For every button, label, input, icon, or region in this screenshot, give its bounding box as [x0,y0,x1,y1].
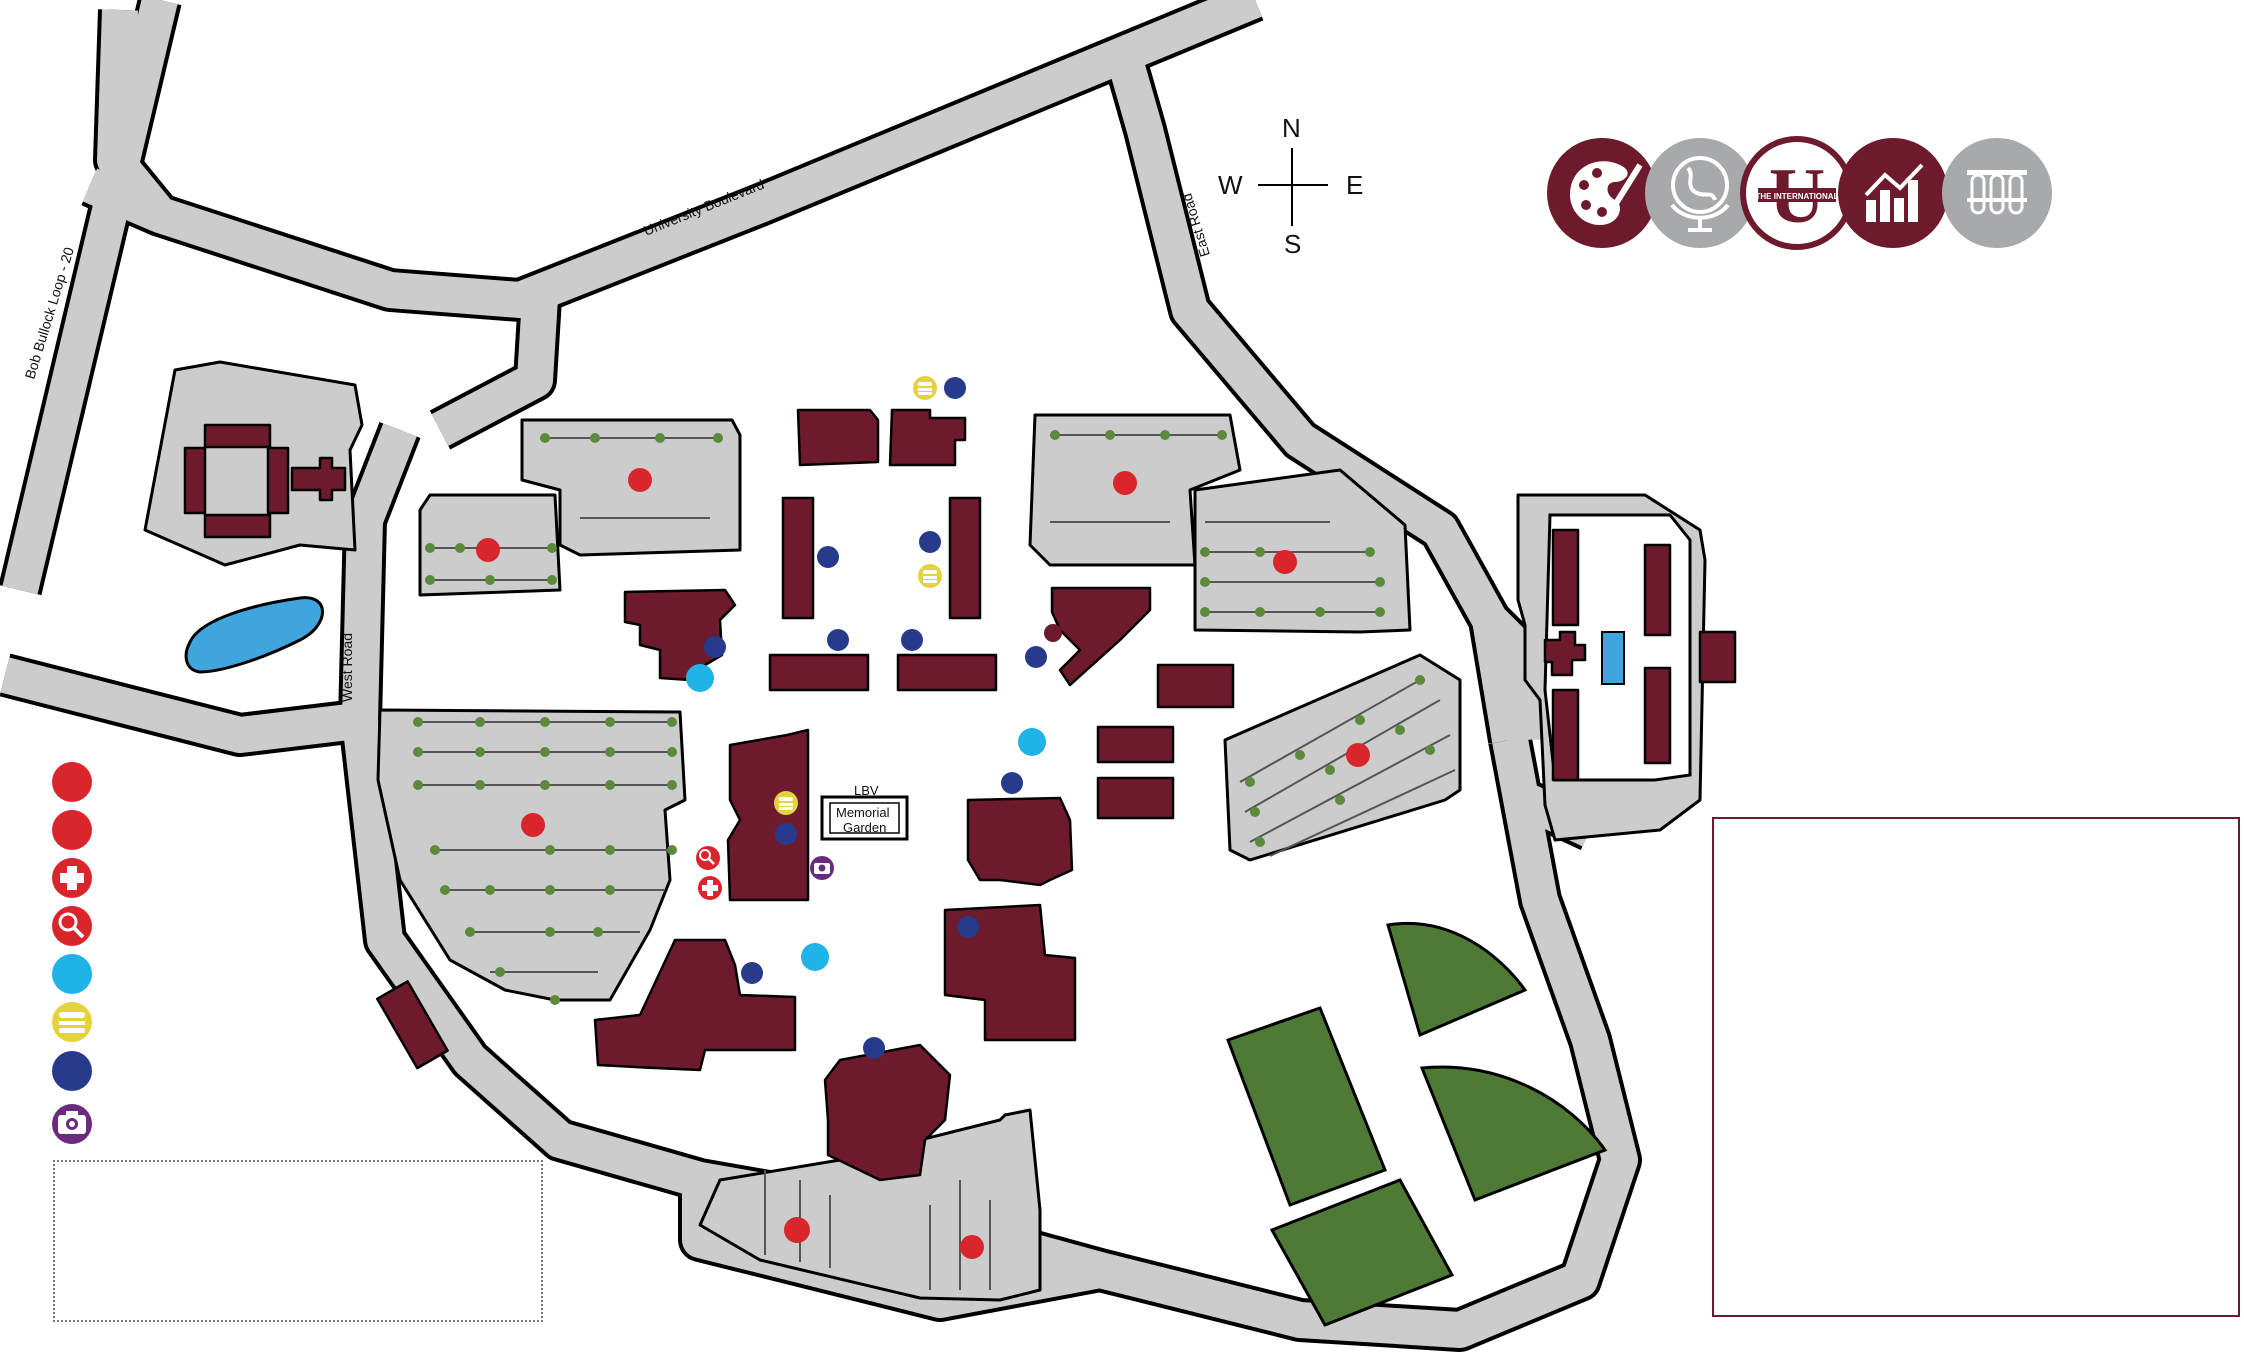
marker-navy [919,531,941,553]
marker-navy [1001,772,1023,794]
marker-navy [901,629,923,651]
field-diamond-north [1386,922,1528,1038]
marker-red [1273,550,1297,574]
marker-red [476,538,500,562]
navy-circle-icon [52,1051,92,1091]
lot-northeast-a [1028,413,1242,567]
lot-trees [413,430,1435,1005]
university-seal-icon: U THE INTERNATIONAL [1740,136,1854,250]
marker-red [784,1217,810,1243]
cyan-circle-icon [52,954,92,994]
garden-line1: Memorial [836,805,890,820]
compass-e: E [1346,170,1363,200]
compass-s: S [1284,229,1301,259]
camera-icon [52,1104,92,1144]
garden-prefix: LBV [854,783,879,798]
buildings [183,408,1737,1182]
marker-food [774,791,798,815]
globe-icon [1645,138,1755,248]
field-diamond-south [1419,1065,1608,1202]
marker-navy [741,962,763,984]
marker-red [521,813,545,837]
marker-cyan [801,943,829,971]
marker-navy [863,1037,885,1059]
seal-banner: THE INTERNATIONAL [1756,192,1839,201]
test-tubes-icon [1942,138,2052,248]
marker-red [1113,471,1137,495]
marker-red [960,1235,984,1259]
info-panel [1712,817,2240,1317]
marker-food [913,376,937,400]
marker-cyan [686,664,714,692]
marker-navy [704,636,726,658]
legend-red-circle-icon [52,762,92,802]
field-rect-2 [1269,1178,1455,1327]
marker-red [628,468,652,492]
legend-icons [52,762,92,1144]
sports-fields [1226,922,1608,1327]
food-icon [52,1002,92,1042]
first-aid-cross-icon [52,858,92,898]
compass-w: W [1218,170,1243,200]
marker-search [696,846,720,870]
chart-growth-icon [1838,138,1948,248]
east-pool [1601,631,1625,685]
lot-south [698,1108,1042,1302]
marker-navy [827,629,849,651]
marker-navy [957,916,979,938]
marker-camera [810,856,834,880]
marker-navy [775,823,797,845]
marker-navy [1025,646,1047,668]
label-west-road: West Road [339,633,355,702]
pond [184,596,324,674]
marker-navy [817,546,839,568]
magnifier-icon [52,906,92,946]
palette-icon [1547,138,1657,248]
legend-red-circle-icon [52,810,92,850]
lot-west-main [376,708,687,1002]
field-rect-1 [1226,1006,1387,1207]
garden-line2: Garden [843,820,886,835]
legend-panel [53,1160,543,1322]
marker-red [1346,743,1370,767]
marker-first-aid [698,876,722,900]
compass-n: N [1282,113,1301,143]
lot-east-diagonal [1223,653,1462,862]
map-markers[interactable] [476,376,1370,1259]
compass-rose: N S W E [1218,113,1363,259]
college-badges[interactable]: U THE INTERNATIONAL [1547,136,2052,250]
marker-maroon [1044,624,1062,642]
marker-cyan [1018,728,1046,756]
marker-food [918,564,942,588]
marker-navy [944,377,966,399]
